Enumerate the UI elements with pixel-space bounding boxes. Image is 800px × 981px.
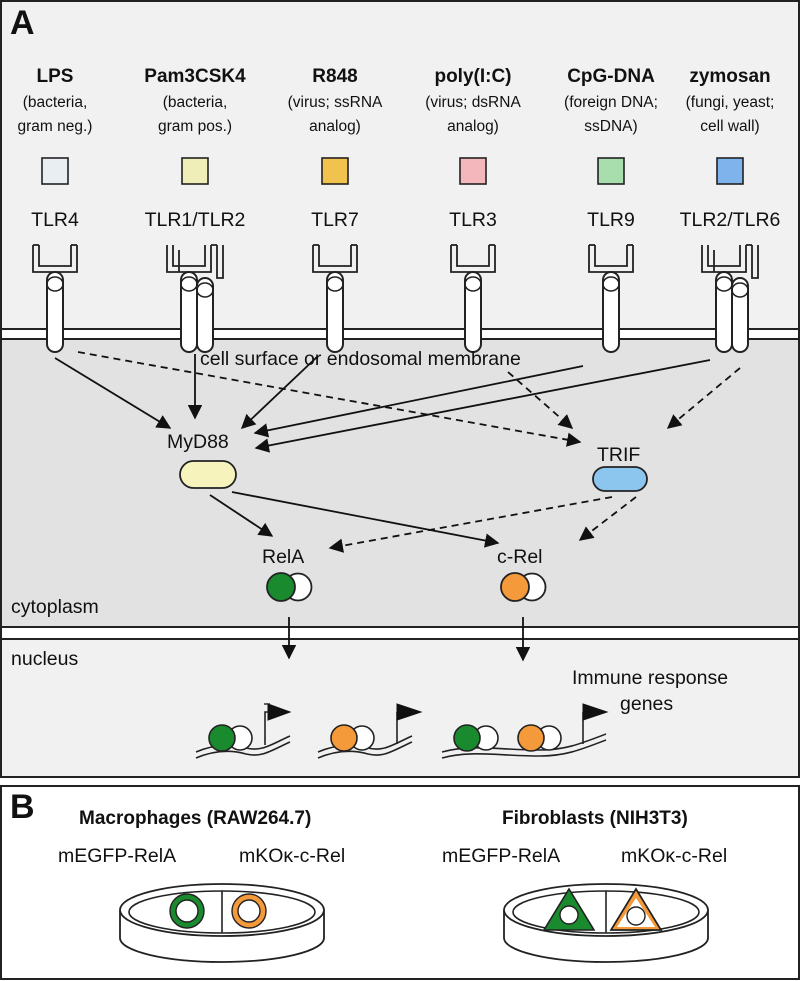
ligand-color-swatch [321, 157, 349, 185]
panel-a: A LPS (bacteria, gram neg.) TLR4 Pam3CSK4 (ba… [0, 0, 800, 778]
arrow-myd88-crel [231, 491, 500, 548]
promoter-crel [317, 703, 423, 759]
ligand-color-swatch [716, 157, 744, 185]
ligand-name: zymosan [689, 66, 770, 87]
ligand-name: poly(I:C) [434, 66, 511, 87]
arrow-tlr26-myd88 [254, 359, 711, 453]
crel-dimer [500, 572, 547, 602]
ligand-column-2: Pam3CSK4 (bacteria, gram pos.) TLR1/TLR2 [144, 66, 246, 353]
myd88-protein [179, 460, 237, 489]
fibroblasts-title: Fibroblasts (NIH3T3) [502, 808, 688, 829]
arrow-tlr26-trif [666, 367, 741, 429]
receptor-tlr3 [450, 244, 496, 353]
ligand-color-swatch [597, 157, 625, 185]
receptor-tlr1-tlr2 [166, 244, 224, 353]
cytoplasm-label: cytoplasm [11, 596, 99, 618]
dna-promoters [195, 703, 609, 759]
ligand-column-3: R848 (virus; ssRNA analog) TLR7 [288, 66, 383, 353]
ligand-column-5: CpG-DNA (foreign DNA; ssDNA) TLR9 [564, 66, 658, 353]
crel-label: c-Rel [497, 546, 543, 568]
receptor-label: TLR2/TLR6 [680, 209, 781, 231]
ligand-source-line1: (virus; dsRNA [425, 94, 521, 111]
receptor-tlr7 [312, 244, 358, 353]
ligand-name: R848 [312, 66, 357, 87]
arrow-tlr4-trif [77, 351, 582, 447]
ligand-source-line2: gram neg.) [18, 118, 93, 135]
ligand-source-line1: (bacteria, [23, 94, 88, 111]
signaling-arrows [54, 351, 741, 662]
ligand-source-line1: (fungi, yeast; [686, 94, 775, 111]
trif-protein [592, 466, 648, 492]
ligand-source-line1: (foreign DNA; [564, 94, 658, 111]
ligand-column-6: zymosan (fungi, yeast; cell wall) TLR2/TLR6 [680, 66, 781, 353]
cytoplasm-region [1, 339, 799, 627]
ligand-color-swatch [181, 157, 209, 185]
panel-b-letter: B [10, 788, 35, 826]
genes-label-line2: genes [620, 693, 673, 715]
ligand-source-line2: ssDNA) [584, 118, 637, 135]
promoter-rela [195, 703, 292, 759]
macrophages-left-label: mEGFP-RelA [58, 845, 176, 867]
ligand-source-line2: cell wall) [700, 118, 759, 135]
arrow-tlr3-trif [507, 371, 574, 429]
ligand-name: Pam3CSK4 [144, 66, 246, 87]
panel-a-letter: A [10, 4, 35, 42]
panel-b: B Macrophages (RAW264.7) mEGFP-RelA mKOκ… [0, 785, 800, 980]
receptor-tlr9 [588, 244, 634, 353]
receptor-tlr2-tlr6 [701, 244, 759, 353]
rela-label: RelA [262, 546, 304, 568]
ligand-column-4: poly(I:C) (virus; dsRNA analog) TLR3 [425, 66, 521, 353]
ligand-column-1: LPS (bacteria, gram neg.) TLR4 [18, 66, 93, 353]
ligand-source-line1: (virus; ssRNA [288, 94, 383, 111]
receptor-label: TLR1/TLR2 [145, 209, 246, 231]
arrow-tlr4-myd88 [54, 357, 172, 429]
rela-dimer [266, 572, 313, 602]
ligand-color-swatch [459, 157, 487, 185]
panel-a-border [0, 0, 800, 778]
arrow-tlr9-myd88 [253, 365, 584, 438]
ligand-name: LPS [37, 66, 74, 87]
fibroblasts-right-label: mKOκ-c-Rel [621, 845, 727, 867]
receptor-label: TLR7 [311, 209, 359, 231]
macrophages-right-label: mKOκ-c-Rel [239, 845, 345, 867]
arrow-tlr7-myd88 [240, 355, 319, 429]
ligand-name: CpG-DNA [567, 66, 655, 87]
nucleus-label: nucleus [11, 648, 78, 670]
arrow-myd88-rela [209, 494, 274, 537]
fibroblast-dish [503, 883, 709, 963]
membrane-label: cell surface or endosomal membrane [200, 348, 521, 370]
macrophage-dish [119, 883, 325, 963]
ligand-columns: LPS (bacteria, gram neg.) TLR4 Pam3CSK4 (bact… [18, 66, 781, 353]
macrophages-title: Macrophages (RAW264.7) [79, 808, 311, 829]
ligand-source-line1: (bacteria, [163, 94, 228, 111]
rela-cell-ring [170, 894, 204, 928]
genes-label-line1: Immune response [572, 667, 728, 689]
ligand-source-line2: analog) [309, 118, 361, 135]
receptor-tlr4 [32, 244, 78, 353]
promoter-rela-crel [441, 703, 609, 759]
receptor-label: TLR9 [587, 209, 635, 231]
crel-cell-ring [232, 894, 266, 928]
fibroblasts-left-label: mEGFP-RelA [442, 845, 560, 867]
trif-label: TRIF [597, 444, 640, 466]
ligand-color-swatch [41, 157, 69, 185]
myd88-label: MyD88 [167, 431, 229, 453]
receptor-label: TLR4 [31, 209, 79, 231]
extracellular-region [1, 1, 799, 329]
ligand-source-line2: gram pos.) [158, 118, 232, 135]
ligand-source-line2: analog) [447, 118, 499, 135]
receptor-label: TLR3 [449, 209, 497, 231]
